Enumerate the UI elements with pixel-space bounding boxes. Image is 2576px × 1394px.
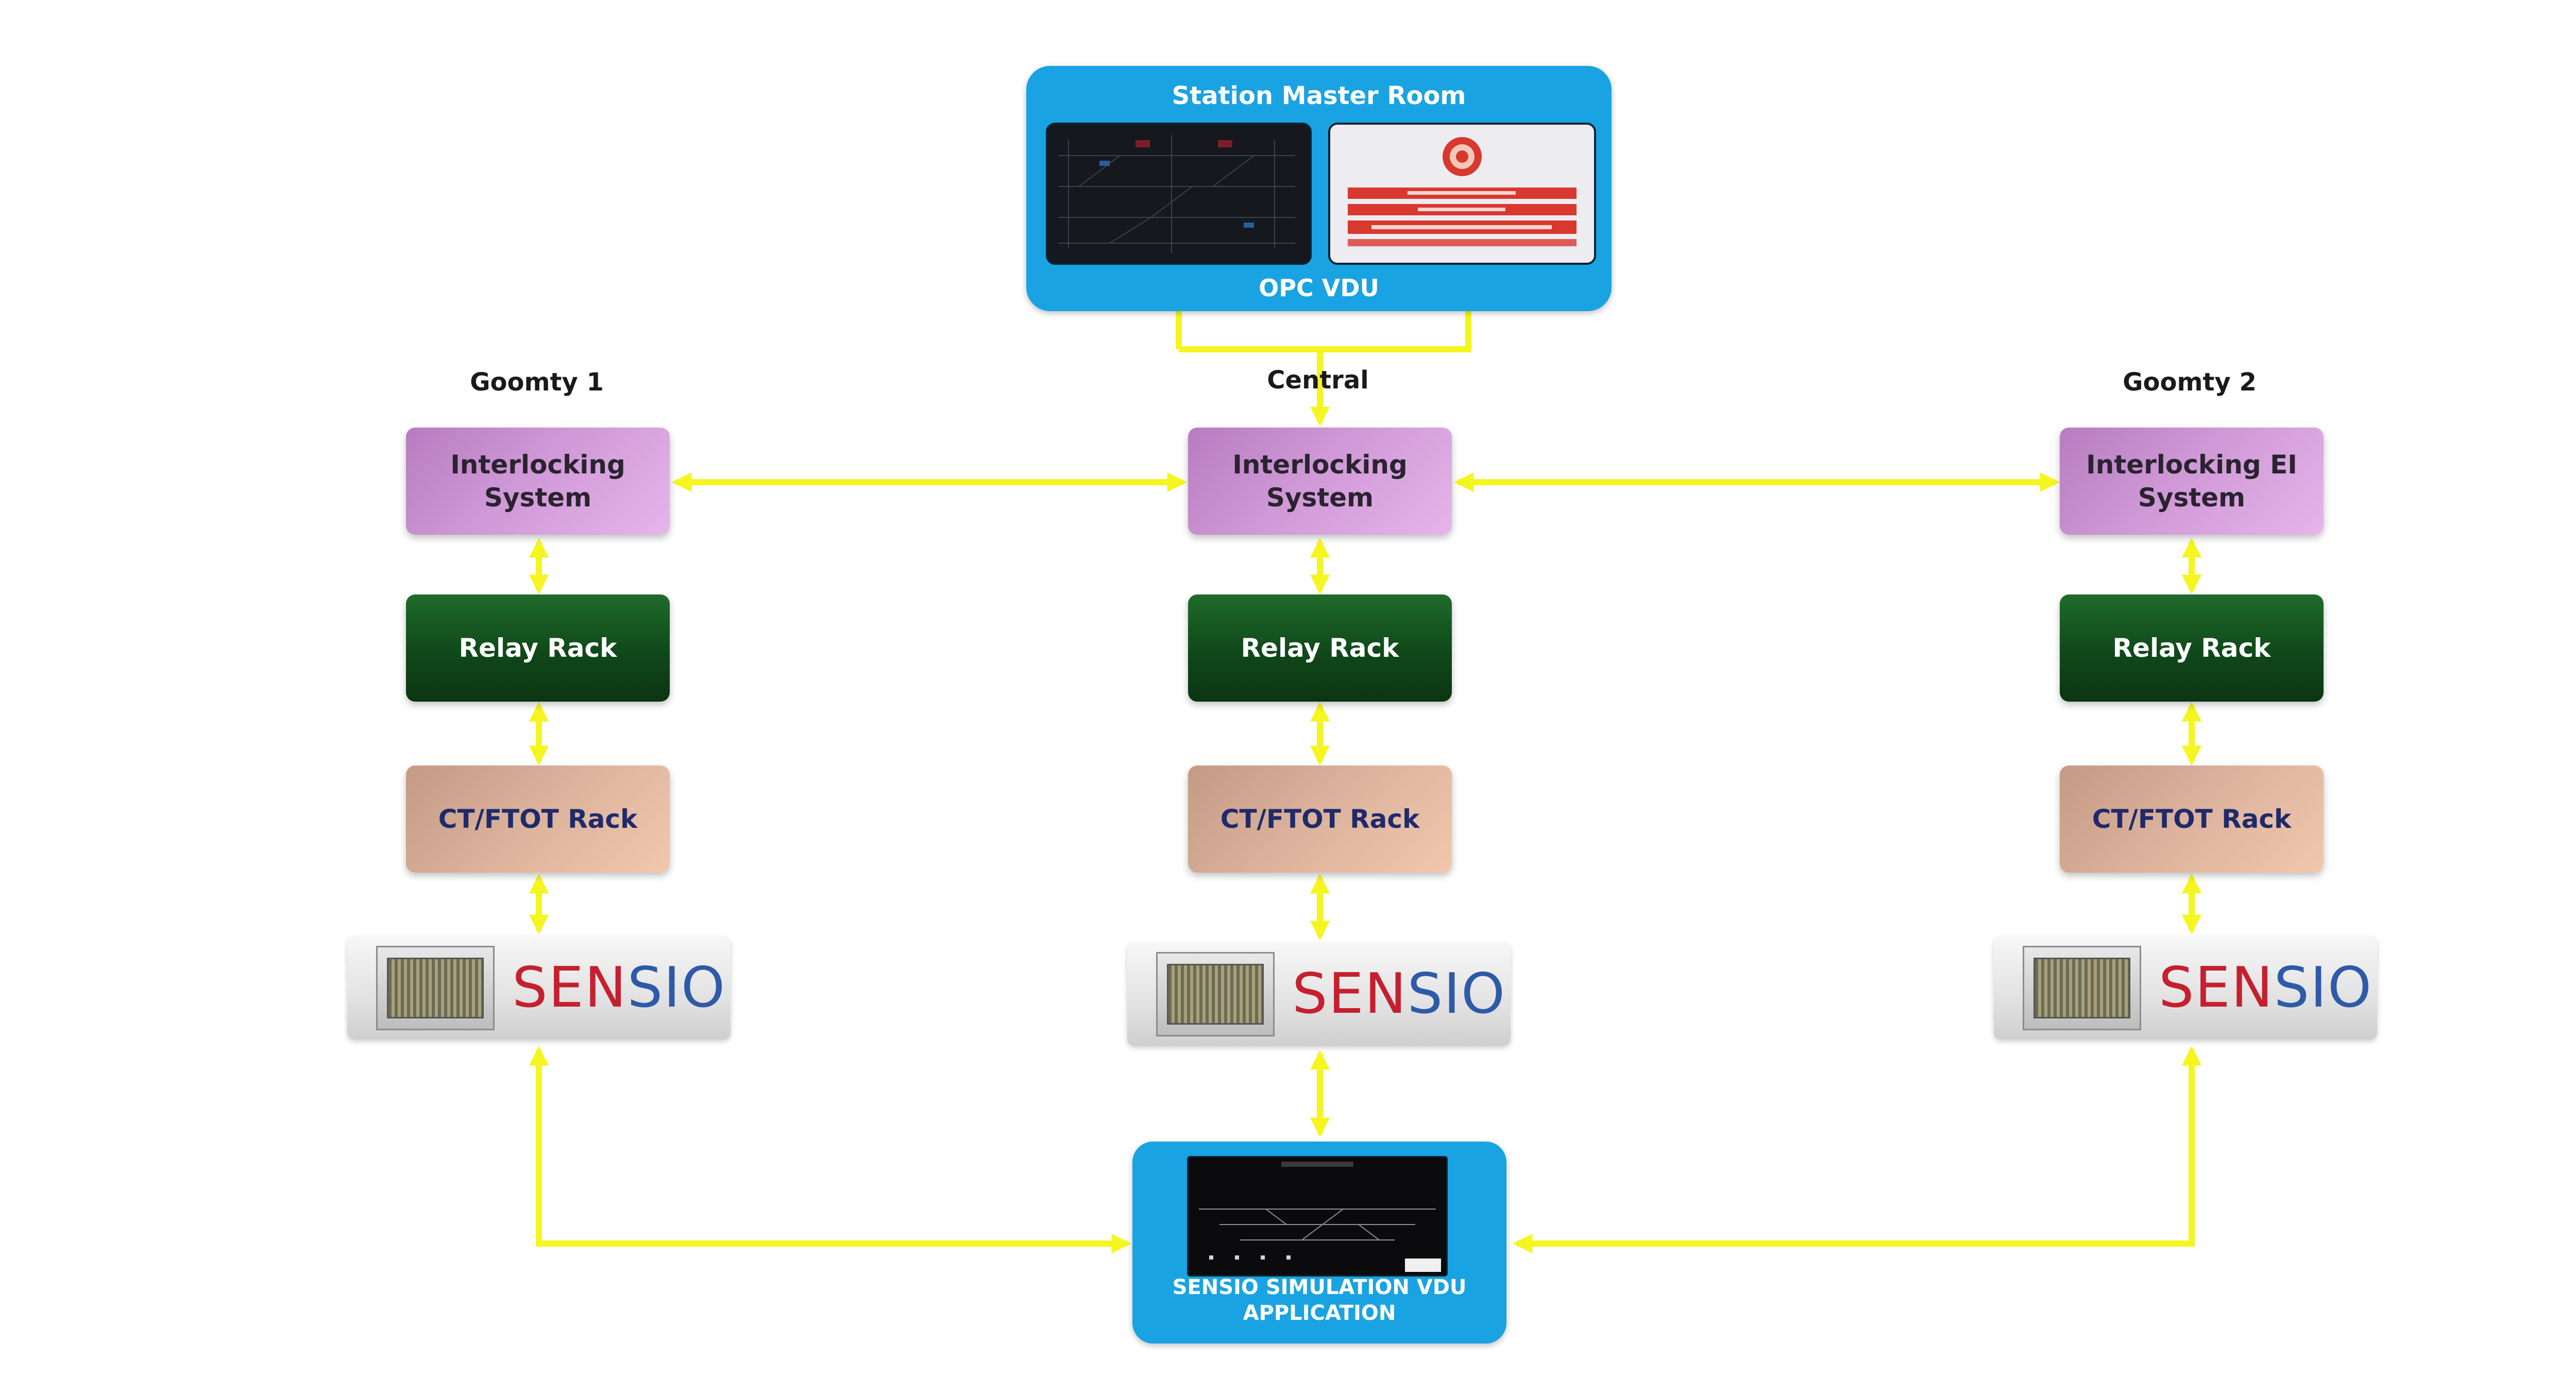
central-relay-rack: Relay Rack [1188, 594, 1452, 702]
central-ctftot-label: CT/FTOT Rack [1220, 804, 1420, 834]
simulation-caption-line2: APPLICATION [1243, 1301, 1396, 1325]
railway-splash-image [1330, 125, 1594, 263]
column-title-goomty-2: Goomty 2 [2123, 368, 2257, 397]
simulation-track-image [1189, 1158, 1446, 1275]
left-ctftot-label: CT/FTOT Rack [438, 804, 638, 834]
central-interlocking-system: Interlocking System [1188, 428, 1452, 535]
left-relay-label: Relay Rack [459, 633, 617, 663]
central-ctftot-rack: CT/FTOT Rack [1188, 766, 1452, 873]
central-sensio-logo: SENSIO [1127, 943, 1511, 1046]
column-title-goomty-1: Goomty 1 [470, 368, 604, 397]
left-interlocking-label: Interlocking System [450, 450, 625, 513]
right-sensio-logo: SENSIO [1994, 937, 2377, 1040]
central-interlocking-label: Interlocking System [1232, 450, 1408, 513]
right-ctftot-rack: CT/FTOT Rack [2060, 766, 2324, 873]
central-relay-label: Relay Rack [1241, 633, 1399, 663]
opc-screen-layout [1046, 123, 1312, 265]
station-master-room-panel: Station Master Room OPC VDU [1026, 66, 1612, 311]
column-title-central: Central [1267, 366, 1369, 395]
sensio-rack-icon [2023, 946, 2141, 1030]
simulation-caption-line1: SENSIO SIMULATION VDU [1172, 1276, 1467, 1299]
opc-screen-railway-splash [1328, 123, 1596, 265]
right-interlocking-system: Interlocking EI System [2060, 428, 2324, 535]
left-sensio-logo: SENSIO [347, 937, 731, 1040]
right-ctftot-label: CT/FTOT Rack [2092, 804, 2292, 834]
station-master-room-title: Station Master Room [1172, 81, 1466, 110]
left-interlocking-system: Interlocking System [406, 428, 670, 535]
sensio-wordmark: SENSIO [2159, 956, 2373, 1020]
sensio-rack-icon [376, 946, 495, 1030]
right-relay-rack: Relay Rack [2060, 594, 2324, 702]
sensio-wordmark: SENSIO [512, 956, 726, 1020]
right-interlocking-label: Interlocking EI System [2086, 450, 2297, 513]
left-relay-rack: Relay Rack [406, 594, 670, 702]
right-sensio-sim-link [1513, 1046, 2202, 1254]
right-relay-label: Relay Rack [2112, 633, 2271, 663]
left-ctftot-rack: CT/FTOT Rack [406, 766, 670, 873]
sensio-simulation-panel: SENSIO SIMULATION VDU APPLICATION [1132, 1142, 1506, 1344]
sensio-wordmark: SENSIO [1292, 962, 1506, 1026]
simulation-screen [1187, 1156, 1448, 1277]
sensio-rack-icon [1156, 952, 1275, 1036]
left-sensio-sim-link [529, 1046, 1131, 1254]
opc-vdu-label: OPC VDU [1259, 274, 1379, 302]
track-layout-image [1048, 125, 1310, 263]
